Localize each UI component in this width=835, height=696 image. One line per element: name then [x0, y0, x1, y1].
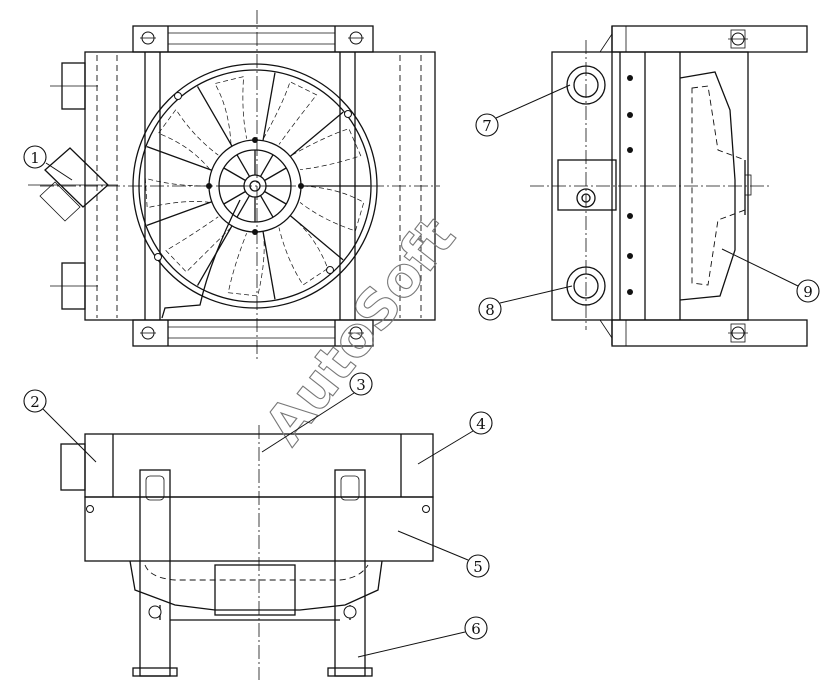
hub-rib: [236, 154, 251, 177]
callout-8-label: 8: [485, 301, 495, 319]
callout-8-circle: [478, 297, 502, 321]
hub-rib: [259, 154, 274, 177]
bottom-view: [60, 425, 434, 680]
callout-4-label: 4: [476, 415, 486, 433]
watermark: AutoSoft: [253, 206, 468, 456]
callout-5-circle: [466, 554, 490, 578]
fan-spoke: [262, 72, 276, 141]
callouts: 1 2 3 4 5 6 7 8 9: [23, 84, 820, 658]
fan-spoke: [289, 215, 344, 261]
side-view: [530, 25, 808, 347]
fan-spoke: [262, 231, 276, 300]
fan-blade: [165, 216, 232, 273]
fan-blade: [214, 76, 248, 145]
fan-blade: [227, 233, 265, 297]
fan-spoke: [196, 86, 233, 147]
fan-spoke: [146, 146, 212, 171]
callout-3-label: 3: [356, 376, 366, 394]
hub-rib: [236, 195, 251, 218]
callout-1-label: 1: [30, 149, 40, 167]
front-view: [28, 10, 440, 360]
callout-3-circle: [349, 372, 373, 396]
fan-blade: [263, 81, 318, 145]
fan-spoke: [289, 111, 344, 157]
callout-6-label: 6: [471, 620, 481, 638]
callout-7-circle: [475, 113, 499, 137]
fan-blade: [157, 108, 219, 170]
hub-rib: [223, 167, 246, 182]
callout-6-circle: [464, 616, 488, 640]
callout-9-circle: [796, 279, 820, 303]
hub-rib: [264, 167, 287, 182]
hub-rib: [259, 195, 274, 218]
callout-2-circle: [23, 389, 47, 413]
callout-5-label: 5: [473, 558, 483, 576]
fan-blade: [278, 216, 329, 286]
callout-7-label: 7: [482, 117, 492, 135]
hub-rib: [223, 190, 246, 205]
fan-blade: [299, 185, 365, 232]
hub-rib: [264, 190, 287, 205]
fan-blade: [291, 128, 362, 170]
fan-blade: [144, 177, 210, 209]
callout-9-label: 9: [803, 283, 813, 301]
fan-spoke: [146, 201, 212, 226]
callout-4-circle: [469, 411, 493, 435]
callout-1-circle: [23, 145, 47, 169]
callout-2-label: 2: [30, 393, 40, 411]
